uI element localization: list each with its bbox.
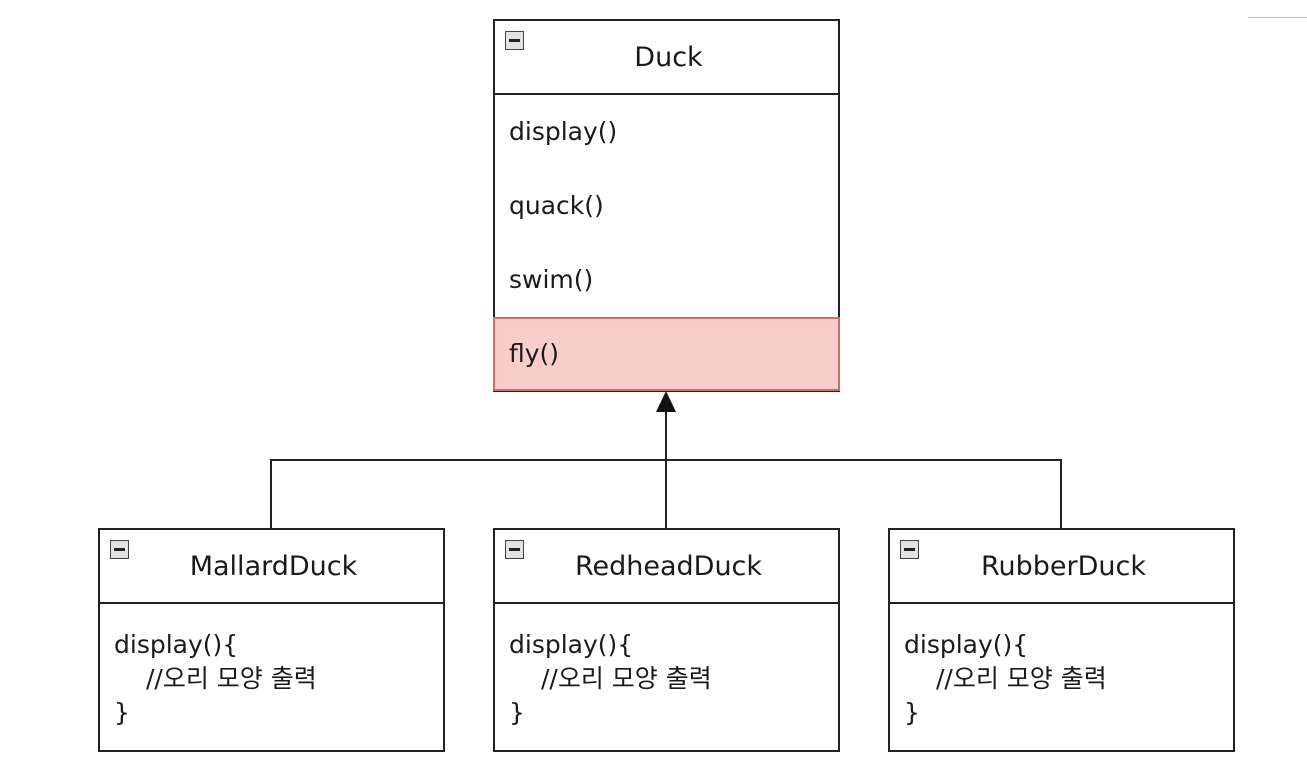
collapse-icon[interactable] [505, 540, 524, 559]
class-duck[interactable]: Duck display() quack() swim() fly() [493, 19, 840, 392]
class-redheadduck-body: display(){ //오리 모양 출력} [495, 604, 838, 730]
code-line: } [904, 698, 920, 727]
method-swim: swim() [509, 265, 594, 294]
method-display: display() [509, 117, 618, 146]
code-comment: //오리 모양 출력 [936, 664, 1107, 693]
code-comment: //오리 모양 출력 [541, 664, 712, 693]
class-redheadduck-name: RedheadDuck [574, 550, 763, 582]
class-rubberduck-body: display(){ //오리 모양 출력} [890, 604, 1233, 730]
code-line: display(){ [904, 630, 1029, 659]
code-comment: //오리 모양 출력 [146, 664, 317, 693]
top-right-rule [1248, 17, 1307, 18]
class-duck-methods: display() quack() swim() fly() [493, 95, 840, 391]
collapse-icon[interactable] [900, 540, 919, 559]
class-mallardduck-header: MallardDuck [100, 530, 443, 604]
method-quack: quack() [509, 191, 604, 220]
connector-mallardduck [270, 459, 666, 529]
code-line: } [114, 698, 130, 727]
collapse-icon[interactable] [505, 31, 524, 50]
class-duck-name: Duck [634, 41, 703, 73]
class-redheadduck[interactable]: RedheadDuck display(){ //오리 모양 출력} [493, 528, 840, 752]
class-rubberduck-header: RubberDuck [890, 530, 1233, 604]
connector-rubberduck [666, 459, 1062, 529]
class-mallardduck[interactable]: MallardDuck display(){ //오리 모양 출력} [98, 528, 445, 752]
code-line: } [509, 698, 525, 727]
collapse-icon[interactable] [110, 540, 129, 559]
method-fly-highlighted: fly() [493, 317, 840, 391]
class-mallardduck-body: display(){ //오리 모양 출력} [100, 604, 443, 730]
class-mallardduck-name: MallardDuck [189, 550, 358, 582]
code-line: display(){ [114, 630, 239, 659]
class-rubberduck-name: RubberDuck [980, 550, 1147, 582]
class-redheadduck-header: RedheadDuck [495, 530, 838, 604]
class-rubberduck[interactable]: RubberDuck display(){ //오리 모양 출력} [888, 528, 1235, 752]
class-duck-header: Duck [495, 21, 838, 95]
code-line: display(){ [509, 630, 634, 659]
inheritance-arrowhead [656, 391, 676, 412]
